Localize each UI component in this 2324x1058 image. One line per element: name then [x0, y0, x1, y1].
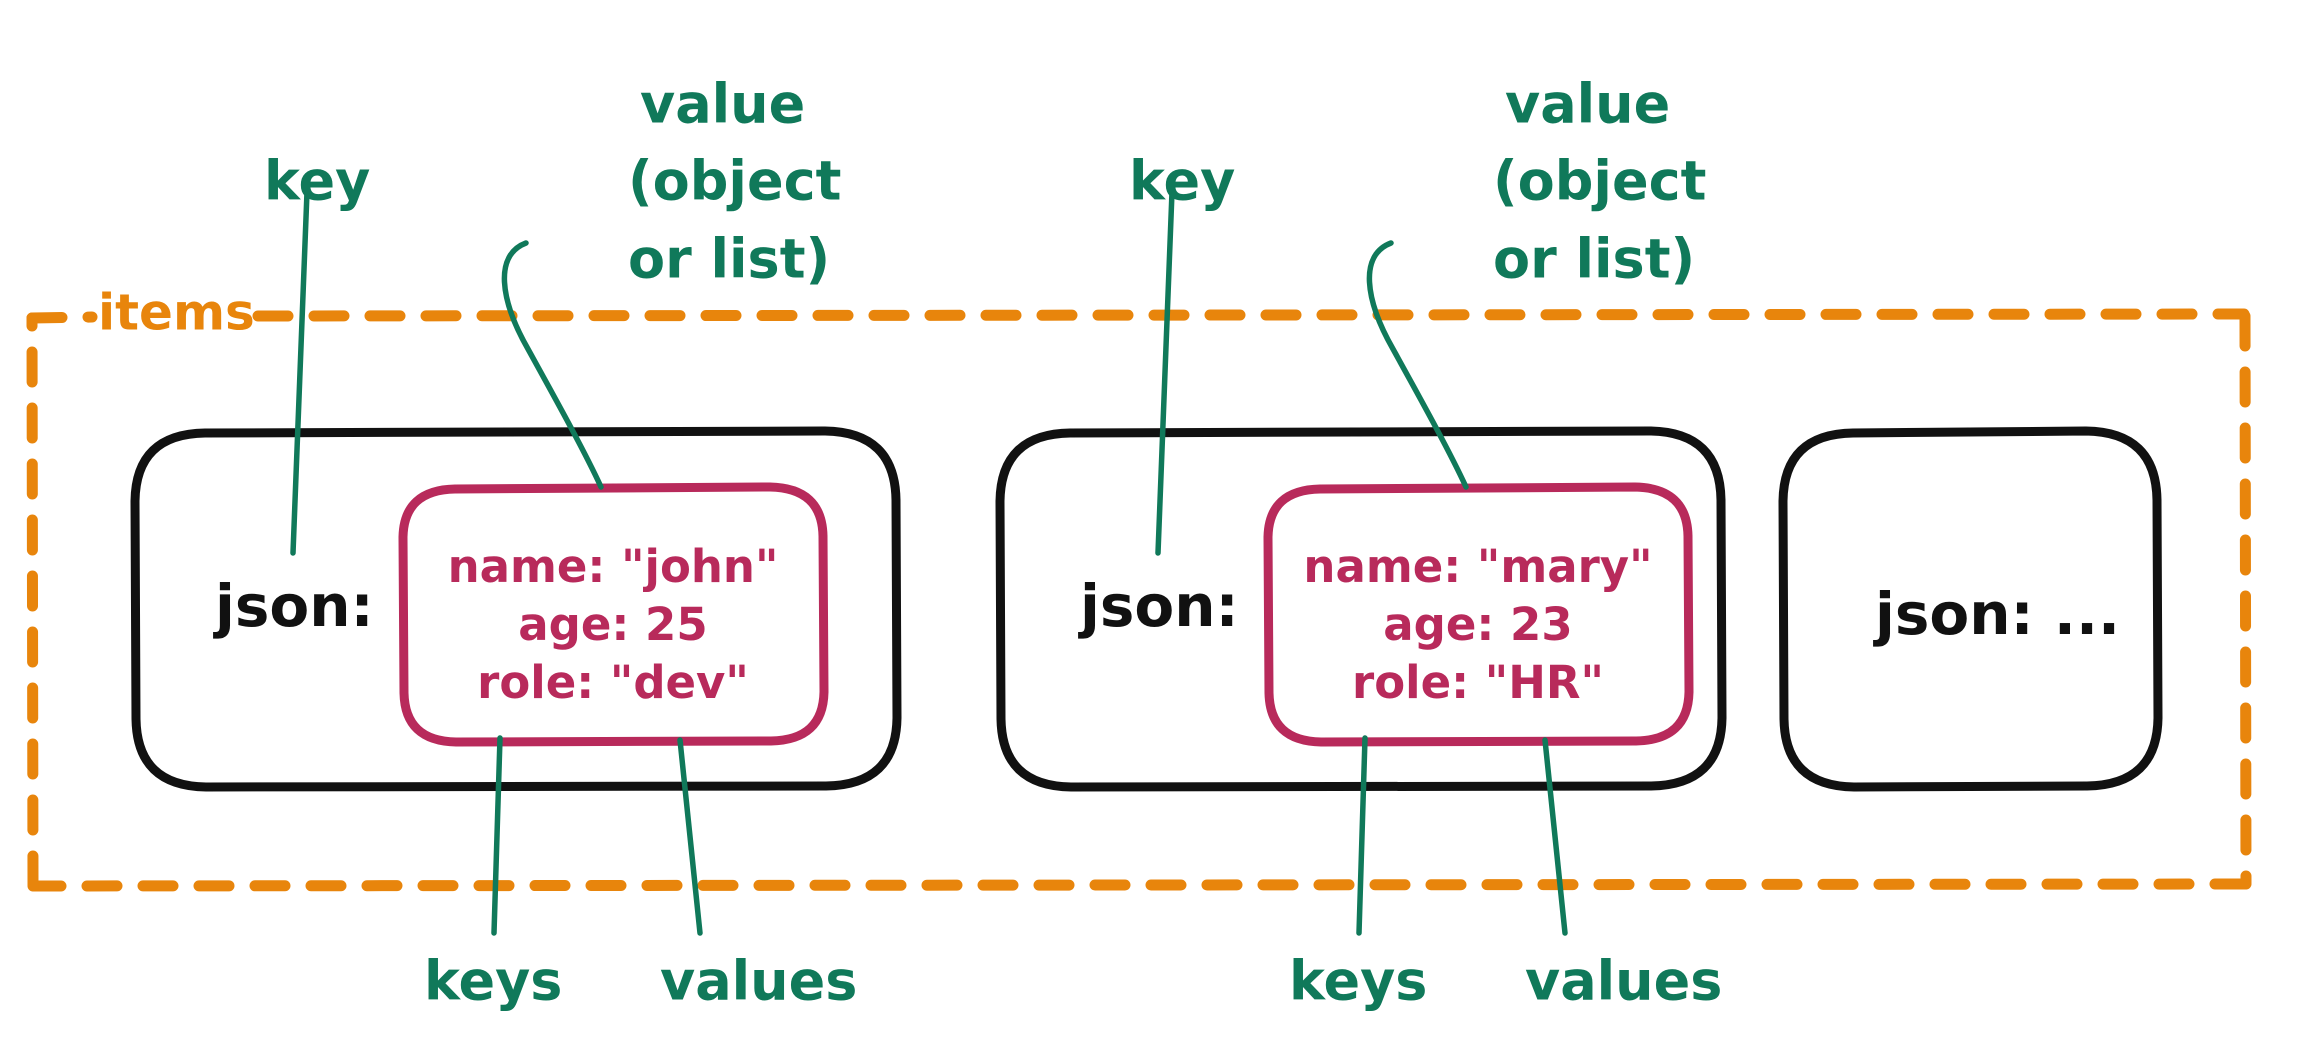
- item-2-annotation-keys: keys: [1289, 950, 1427, 1013]
- item-card-3-border: [1778, 426, 2163, 792]
- item-2-values-leader-line: [1542, 737, 1568, 936]
- item-1-annotation-value-line2: (object: [628, 150, 841, 213]
- items-group-label: items: [98, 284, 255, 342]
- item-2-json-key-label: json:: [1078, 572, 1239, 640]
- item-2-annotation-values: values: [1525, 950, 1722, 1013]
- group-border-bottom: [28, 878, 2251, 892]
- item-1-json-value-border: [398, 482, 829, 747]
- group-border-top-left: [26, 311, 98, 324]
- item-1-annotation-value-line1: value: [640, 73, 805, 136]
- item-1-keys-leader-line: [491, 735, 503, 936]
- item-2-annotation-value-line2: (object: [1493, 150, 1706, 213]
- group-border-left: [26, 312, 39, 892]
- item-2-json-value-box[interactable]: [1263, 482, 1694, 747]
- item-card-1-border: [130, 426, 902, 792]
- item-2-keys-leader-line: [1356, 735, 1368, 936]
- item-3-json-key-label: json: ...: [1873, 580, 2120, 648]
- item-2-key-leader-line: [1155, 189, 1175, 556]
- item-2-annotation-value-line3: or list): [1493, 228, 1695, 291]
- item-card-1[interactable]: [130, 426, 902, 792]
- item-1-annotation-value-line3: or list): [628, 228, 830, 291]
- item-1-json-line-3: role: "dev": [477, 656, 749, 709]
- item-card-3[interactable]: [1778, 426, 2163, 792]
- item-1-json-value-box[interactable]: [398, 482, 829, 747]
- item-1-values-leader-line: [677, 737, 703, 936]
- item-2-annotation-key: key: [1129, 150, 1235, 213]
- item-1-json-line-2: age: 25: [518, 598, 707, 651]
- group-border-right: [2239, 310, 2252, 890]
- item-2-json-line-1: name: "mary": [1303, 540, 1652, 593]
- item-card-2-border: [995, 426, 1727, 792]
- group-border-top-right: [252, 308, 2250, 322]
- item-1-value-leader-line: [501, 240, 604, 490]
- item-2-json-line-2: age: 23: [1383, 598, 1572, 651]
- item-1-annotation-keys: keys: [424, 950, 562, 1013]
- item-2-value-leader-line: [1366, 240, 1469, 490]
- item-2-json-line-3: role: "HR": [1352, 656, 1604, 709]
- item-1-json-key-label: json:: [213, 572, 374, 640]
- items-group-boundary: [26, 308, 2252, 892]
- item-1-annotation-key: key: [264, 150, 370, 213]
- item-1-key-leader-line: [290, 189, 310, 556]
- item-1-annotation-values: values: [660, 950, 857, 1013]
- item-2-json-value-border: [1263, 482, 1694, 747]
- item-card-2[interactable]: [995, 426, 1727, 792]
- item-1-json-line-1: name: "john": [448, 540, 779, 593]
- item-2-annotation-value-line1: value: [1505, 73, 1670, 136]
